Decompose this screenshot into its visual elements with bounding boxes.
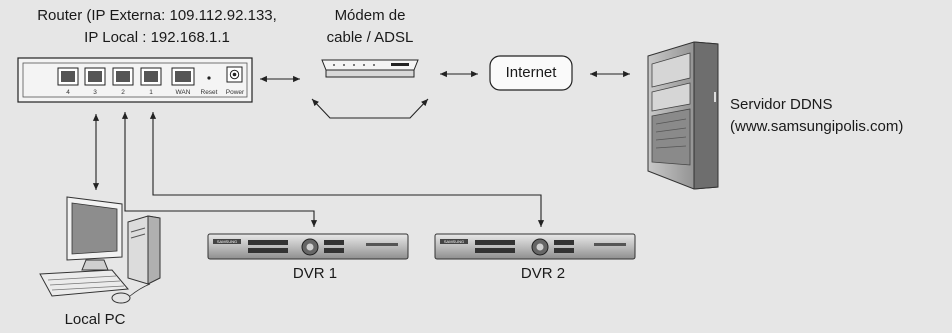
internet-label: Internet	[505, 64, 557, 81]
dvr1-brand: SAMSUNG	[217, 239, 237, 244]
port-label-4: 4	[66, 89, 70, 96]
reset-hole	[207, 76, 211, 80]
router-port-4	[57, 67, 79, 86]
router-label-line1: Router (IP Externa: 109.112.92.133,	[37, 7, 277, 24]
router-port-1	[140, 67, 162, 86]
router-label: Router (IP Externa: 109.112.92.133, IP L…	[2, 5, 312, 49]
router-power-button	[226, 66, 243, 83]
server-tower-icon	[647, 41, 719, 190]
link-modem-loop	[311, 98, 429, 119]
port-label-1: 1	[149, 89, 153, 96]
ddns-label-line1: Servidor DDNS	[730, 96, 833, 113]
dvr1-device: SAMSUNG	[207, 233, 409, 260]
dvr2-brand: SAMSUNG	[444, 239, 464, 244]
dvr2-label: DVR 2	[520, 265, 566, 282]
connection-lines	[92, 70, 630, 227]
port-label-3: 3	[93, 89, 97, 96]
ddns-label-line2: (www.samsungipolis.com)	[730, 118, 904, 135]
ddns-label: Servidor DDNS (www.samsungipolis.com)	[730, 94, 903, 138]
modem-device	[321, 59, 419, 78]
port-label-power: Power	[226, 89, 245, 96]
modem-label-line1: Módem de	[334, 7, 406, 24]
port-label-2: 2	[121, 89, 125, 96]
modem-label-line2: cable / ADSL	[326, 29, 414, 46]
router-port-2	[112, 67, 134, 86]
dvr1-label: DVR 1	[292, 265, 338, 282]
dvr2-device: SAMSUNG	[434, 233, 636, 260]
router-label-line2: IP Local : 192.168.1.1	[84, 29, 230, 46]
router-port-wan	[171, 67, 195, 86]
router-port-3	[84, 67, 106, 86]
internet-cloud-box	[489, 55, 573, 91]
link-router-dvr2	[149, 112, 545, 227]
local-pc-icon	[39, 196, 161, 304]
port-label-reset: Reset	[201, 89, 218, 96]
port-label-wan: WAN	[176, 89, 191, 96]
local-pc-label: Local PC	[64, 311, 126, 328]
router-device: 4 3 2 1 WAN Reset Power	[17, 57, 253, 103]
modem-label: Módem de cable / ADSL	[320, 5, 420, 49]
